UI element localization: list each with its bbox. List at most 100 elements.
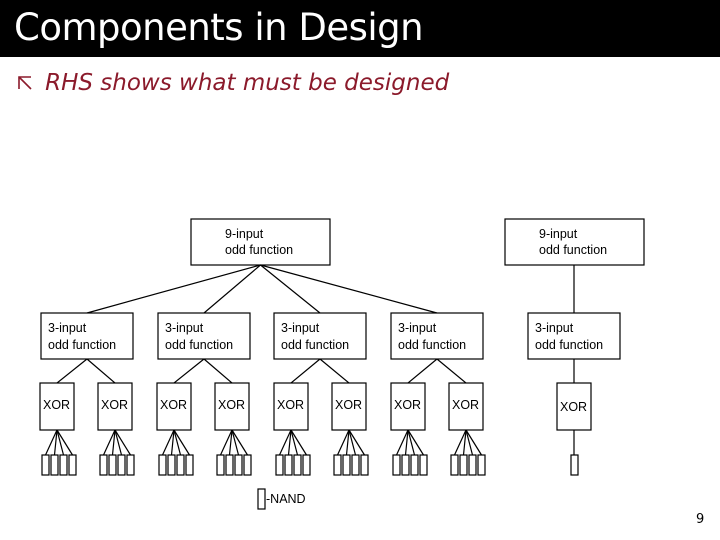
nand-gate-icon — [234, 454, 243, 476]
xor-gate-box — [390, 382, 426, 431]
xor-to-nand-line — [44, 429, 58, 456]
nand-gate-icon — [401, 454, 410, 476]
nand-gate-icon — [50, 454, 59, 476]
right-xor-gate-box — [556, 382, 592, 431]
xor-to-nand-line — [336, 429, 350, 456]
nand-gate-icon — [243, 454, 252, 476]
xor-label: XOR — [277, 398, 304, 412]
xor-to-nand-line — [114, 429, 123, 456]
xor-gate-box — [448, 382, 484, 431]
mid-label-line2: odd function — [281, 338, 349, 352]
mid-3-input-box — [390, 312, 484, 360]
xor-to-nand-line — [348, 429, 357, 456]
nand-gate-icon — [176, 454, 185, 476]
xor-to-nand-line — [56, 429, 74, 456]
mid-to-xor-line — [436, 358, 467, 384]
root-to-mid-line — [260, 264, 321, 314]
page-number: 9 — [696, 512, 705, 527]
xor-label: XOR — [101, 398, 128, 412]
mid-to-xor-line — [290, 358, 321, 384]
nand-gate-icon — [419, 454, 428, 476]
xor-to-nand-line — [465, 429, 474, 456]
nand-gate-icon — [333, 454, 342, 476]
mid-label-line1: 3-input — [165, 321, 204, 335]
nand-gate-icon — [392, 454, 401, 476]
nand-gate-icon — [302, 454, 311, 476]
nand-gate-icon — [108, 454, 117, 476]
mid-label-line1: 3-input — [281, 321, 320, 335]
nand-gate-icon — [275, 454, 284, 476]
mid-to-xor-line — [56, 358, 88, 384]
right-root-label-line2: odd function — [539, 243, 607, 257]
nand-gate-icon — [167, 454, 176, 476]
xor-label: XOR — [43, 398, 70, 412]
nand-gate-icon — [99, 454, 108, 476]
nand-gate-icon — [225, 454, 234, 476]
right-root-9-input-box — [504, 218, 645, 266]
nand-gate-icon — [459, 454, 468, 476]
xor-to-nand-line — [161, 429, 175, 456]
nand-gate-icon — [117, 454, 126, 476]
xor-label: XOR — [160, 398, 187, 412]
xor-to-nand-line — [173, 429, 191, 456]
xor-to-nand-line — [102, 429, 116, 456]
right-mid-label-line2: odd function — [535, 338, 603, 352]
nand-gate-icon — [59, 454, 68, 476]
mid-to-xor-line — [203, 358, 233, 384]
nand-gate-icon — [351, 454, 360, 476]
nand-gate-icon — [410, 454, 419, 476]
root-to-mid-line — [203, 264, 261, 314]
xor-to-nand-line — [290, 429, 299, 456]
xor-to-nand-line — [53, 429, 58, 456]
arrow-bullet-icon — [18, 76, 32, 90]
mid-3-input-box — [157, 312, 251, 360]
xor-gate-box — [273, 382, 309, 431]
xor-to-nand-line — [407, 429, 416, 456]
xor-to-nand-line — [407, 429, 425, 456]
xor-to-nand-line — [395, 429, 409, 456]
nand-gate-icon — [450, 454, 459, 476]
xor-to-nand-line — [462, 429, 467, 456]
right-nand-gate-icon — [570, 454, 579, 476]
mid-to-xor-line — [173, 358, 205, 384]
nand-gate-icon — [342, 454, 351, 476]
nand-gate-icon — [41, 454, 50, 476]
nand-gate-icon — [360, 454, 369, 476]
xor-label: XOR — [452, 398, 479, 412]
xor-to-nand-line — [114, 429, 132, 456]
legend-nand-label: -NAND — [266, 492, 306, 506]
mid-3-input-box — [273, 312, 367, 360]
xor-gate-box — [39, 382, 75, 431]
xor-to-nand-line — [219, 429, 233, 456]
nand-gate-icon — [158, 454, 167, 476]
xor-to-nand-line — [56, 429, 65, 456]
xor-to-nand-line — [290, 429, 308, 456]
nand-gate-icon — [468, 454, 477, 476]
mid-label-line2: odd function — [398, 338, 466, 352]
nand-gate-icon — [185, 454, 194, 476]
nand-gate-icon — [284, 454, 293, 476]
right-xor-label: XOR — [560, 400, 587, 414]
xor-label: XOR — [335, 398, 362, 412]
bullet-text: RHS shows what must be designed — [45, 70, 450, 96]
right-mid-3-input-box — [527, 312, 621, 360]
xor-to-nand-line — [453, 429, 467, 456]
nand-gate-icon — [477, 454, 486, 476]
mid-to-xor-line — [86, 358, 116, 384]
xor-to-nand-line — [170, 429, 175, 456]
xor-gate-box — [331, 382, 367, 431]
nand-gate-icon — [126, 454, 135, 476]
xor-to-nand-line — [465, 429, 483, 456]
xor-label: XOR — [394, 398, 421, 412]
mid-label-line2: odd function — [48, 338, 116, 352]
xor-to-nand-line — [228, 429, 233, 456]
nand-gate-icon — [68, 454, 77, 476]
mid-3-input-box — [40, 312, 134, 360]
xor-to-nand-line — [231, 429, 240, 456]
title-bar: Components in Design — [0, 0, 720, 57]
xor-gate-box — [97, 382, 133, 431]
nand-gate-icon — [216, 454, 225, 476]
slide-title: Components in Design — [14, 6, 424, 49]
xor-to-nand-line — [278, 429, 292, 456]
